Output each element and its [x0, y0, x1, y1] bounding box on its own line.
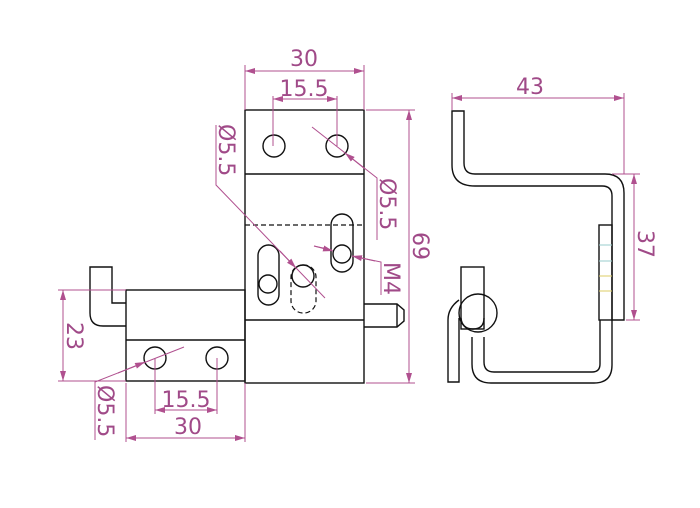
dim-top-width: 30 [290, 47, 318, 72]
side-view [447, 110, 625, 384]
front-dimensions: 30 15.5 Ø5.5 Ø5.5 69 M4 23 Ø5.5 15.5 [58, 47, 432, 442]
bracket-tab [598, 224, 613, 321]
bracket-top [451, 110, 625, 321]
hidden-slot [290, 264, 317, 314]
dim-top-hole-spacing: 15.5 [280, 77, 329, 102]
front-view [89, 109, 405, 384]
dim-lower-width: 30 [174, 415, 202, 440]
hook [89, 266, 126, 327]
center-hole [291, 264, 315, 288]
dim-lower-height: 23 [61, 322, 86, 350]
side-dimensions: 43 37 [451, 75, 657, 321]
top-hole-left [262, 134, 286, 158]
main-block [244, 109, 365, 384]
hinge-pin [460, 266, 485, 330]
dim-side-height: 37 [632, 230, 657, 258]
slot-left [257, 244, 280, 306]
dim-side-width: 43 [516, 75, 544, 100]
slot-right [330, 213, 354, 273]
dim-lower-hole-spacing: 15.5 [162, 388, 211, 413]
hinge-pin-end [460, 317, 485, 330]
hinge-leaf [447, 299, 460, 383]
dim-hole-dia-left: Ø5.5 [213, 124, 238, 176]
slot-left-screw [258, 274, 278, 294]
hinge-knuckle [458, 293, 498, 333]
slot-right-screw [332, 244, 352, 264]
dim-thread: M4 [378, 262, 403, 295]
bracket-bottom [471, 320, 613, 384]
dim-height: 69 [407, 232, 432, 260]
pin [364, 303, 405, 328]
dim-lower-hole-dia: Ø5.5 [92, 385, 117, 437]
lower-block [125, 289, 246, 382]
dim-hole-dia-right: Ø5.5 [374, 178, 399, 230]
